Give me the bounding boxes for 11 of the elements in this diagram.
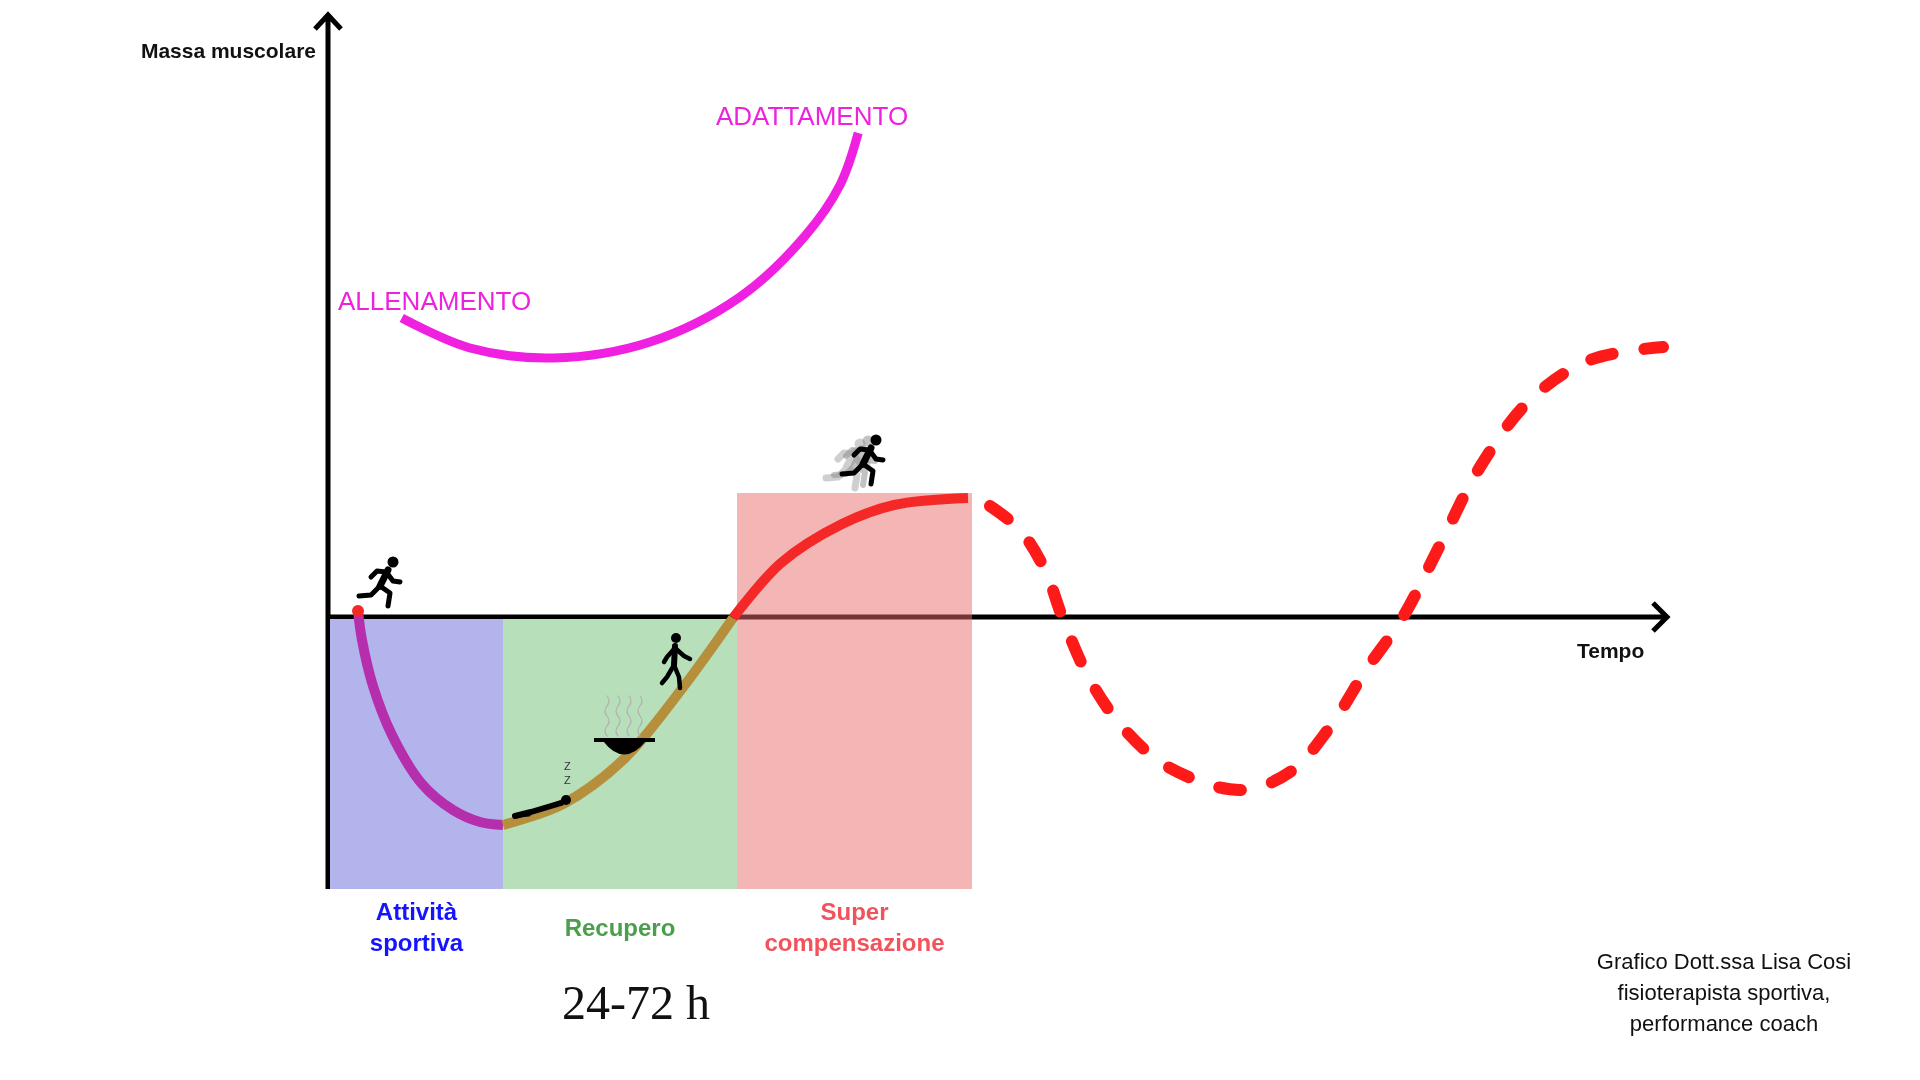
phase-label: Attività sportiva: [368, 897, 465, 958]
stage-label: ADATTAMENTO: [716, 101, 909, 131]
stage-label: ALLENAMENTO: [338, 286, 532, 316]
axis-title: Massa muscolare: [140, 38, 316, 64]
phase-label: Super compensazione: [763, 897, 946, 958]
curved-connector: [399, 131, 863, 363]
sleep-mark: Z Z: [564, 759, 572, 787]
credit-text: Grafico Dott.ssa Lisa Cosi fisioterapista sportiva, performance coach: [1595, 948, 1853, 1038]
axis-title: Tempo: [1577, 638, 1645, 664]
duration-label: 24-72 h: [562, 976, 710, 1030]
phase-label: Recupero: [564, 912, 676, 943]
